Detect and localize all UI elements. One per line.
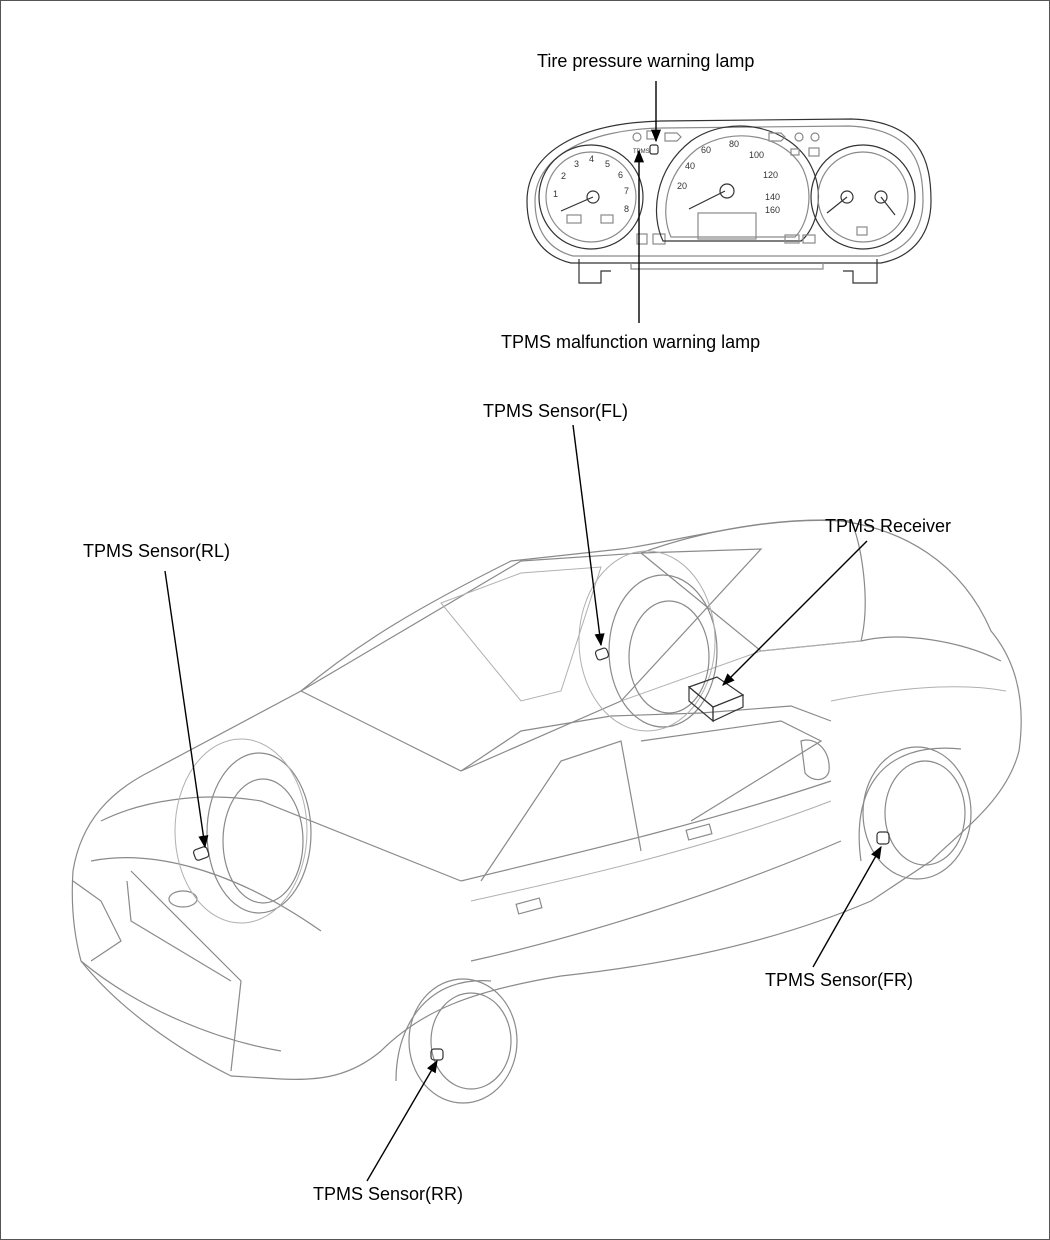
- instrument-cluster: 1 2 3 4 5 6 7 8 TPMS: [526, 118, 932, 284]
- speed-tick: 40: [685, 161, 695, 171]
- speed-tick: 80: [729, 139, 739, 149]
- tpms-receiver-box: [687, 676, 745, 723]
- tachometer-gauge: 1 2 3 4 5 6 7 8: [538, 144, 644, 250]
- speed-tick-labels: 20 40 60 80 100 120 140 160: [677, 139, 780, 215]
- wheel-front-right: [858, 746, 972, 880]
- label-tire-pressure-warning-lamp: Tire pressure warning lamp: [537, 51, 755, 71]
- wheel-front-left: [578, 550, 718, 732]
- warning-lamp-panel: TPMS: [632, 130, 682, 245]
- speed-tick: 140: [765, 192, 780, 202]
- tach-tick: 8: [624, 204, 629, 214]
- leader-sensor-fl: [572, 424, 605, 647]
- tach-tick: 6: [618, 170, 623, 180]
- label-tpms-malfunction-warning-lamp: TPMS malfunction warning lamp: [501, 332, 761, 352]
- tire-pressure-warning-lamp-icon: [649, 144, 659, 155]
- tpms-lamp-text: TPMS: [633, 149, 650, 155]
- fuel-temperature-gauge: [810, 144, 916, 250]
- leader-receiver: [722, 540, 868, 686]
- speed-tick: 160: [765, 205, 780, 215]
- tach-tick: 3: [574, 159, 579, 169]
- wheel-rear-left: [174, 738, 312, 924]
- tpms-sensor-fl-icon: [594, 647, 610, 661]
- tach-tick: 1: [553, 189, 558, 199]
- wheel-rear-right: [395, 978, 518, 1104]
- tach-tick: 4: [589, 154, 594, 164]
- tach-tick-labels: 1 2 3 4 5 6 7 8: [553, 154, 629, 214]
- tach-tick: 7: [624, 186, 629, 196]
- label-tpms-sensor-fl: TPMS Sensor(FL): [483, 401, 629, 421]
- callout-leaders: [164, 81, 882, 1182]
- speed-tick: 100: [749, 150, 764, 160]
- tach-tick: 2: [561, 171, 566, 181]
- label-tpms-receiver: TPMS Receiver: [825, 516, 952, 536]
- leader-sensor-rl: [164, 570, 209, 849]
- right-indicator-panel: [768, 132, 820, 244]
- speed-tick: 120: [763, 170, 778, 180]
- speedometer-gauge: 20 40 60 80 100 120 140 160: [655, 125, 819, 242]
- label-tpms-sensor-rl: TPMS Sensor(RL): [83, 541, 231, 561]
- speed-tick: 20: [677, 181, 687, 191]
- speed-tick: 60: [701, 145, 711, 155]
- label-tpms-sensor-rr: TPMS Sensor(RR): [313, 1184, 464, 1204]
- leader-sensor-fr: [812, 845, 882, 968]
- tpms-sensor-fr-icon: [876, 831, 890, 845]
- tpms-sensor-rl-icon: [192, 846, 210, 861]
- label-tpms-sensor-fr: TPMS Sensor(FR): [765, 970, 914, 990]
- tach-tick: 5: [605, 159, 610, 169]
- leader-sensor-rr: [366, 1059, 438, 1182]
- car-outline: [71, 519, 1022, 1104]
